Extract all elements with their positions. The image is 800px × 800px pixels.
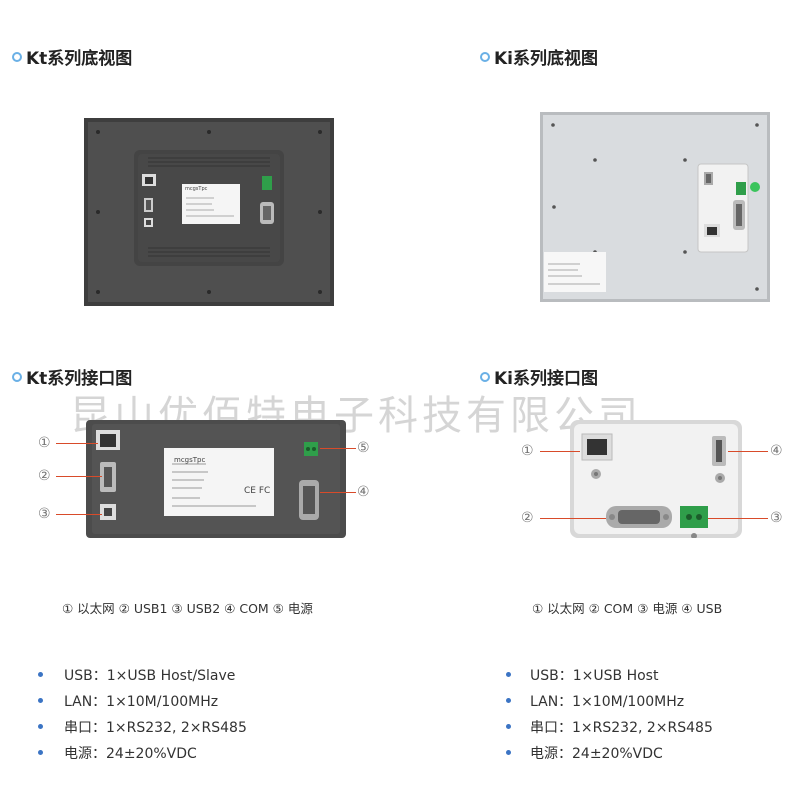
- ki-callout-4: ④: [770, 443, 783, 459]
- kt-leader-1: [56, 443, 98, 444]
- kt-ports-label-ce: CE FC: [244, 486, 271, 496]
- ki-spec-lan: LAN：1×10M/100MHz: [530, 694, 685, 710]
- kt-callout-3: ③: [38, 506, 51, 522]
- kt-ports-label-brand: mcgsTpc: [174, 456, 206, 464]
- ring-icon: [12, 51, 22, 62]
- ki-callout-3: ③: [770, 510, 783, 526]
- ki-ports-title: Ki系列接口图: [480, 364, 598, 389]
- ki-leader-2: [540, 518, 606, 519]
- bullet-icon: [38, 724, 43, 729]
- kt-ports-title-text: Kt系列接口图: [26, 369, 133, 389]
- kt-leader-5: [320, 448, 356, 449]
- ki-callout-2: ②: [521, 510, 534, 526]
- kt-ports-image: [86, 420, 346, 538]
- kt-bottom-view-title-text: Kt系列底视图: [26, 49, 133, 69]
- bullet-icon: [506, 698, 511, 703]
- kt-port-legend: ① 以太网 ② USB1 ③ USB2 ④ COM ⑤ 电源: [62, 601, 313, 616]
- kt-callout-4: ④: [357, 484, 370, 500]
- kt-spec-usb: USB：1×USB Host/Slave: [64, 668, 236, 684]
- ring-icon: [480, 51, 490, 62]
- kt-leader-3: [56, 514, 102, 515]
- ki-callout-1: ①: [521, 443, 534, 459]
- ki-spec-usb: USB：1×USB Host: [530, 668, 659, 684]
- kt-spec-lan: LAN：1×10M/100MHz: [64, 694, 219, 710]
- kt-spec-serial: 串口：1×RS232, 2×RS485: [64, 720, 247, 736]
- kt-callout-1: ①: [38, 435, 51, 451]
- ki-spec-serial: 串口：1×RS232, 2×RS485: [530, 720, 713, 736]
- ki-leader-3: [708, 518, 768, 519]
- bullet-icon: [38, 750, 43, 755]
- bullet-icon: [506, 750, 511, 755]
- ki-ports-title-text: Ki系列接口图: [494, 369, 599, 389]
- kt-spec-power: 电源：24±20%VDC: [64, 746, 197, 762]
- ki-bottom-view-title: Ki系列底视图: [480, 44, 598, 69]
- ki-bottom-view-image: [540, 112, 770, 302]
- kt-leader-4: [320, 492, 356, 493]
- kt-bottom-view-image: [84, 118, 334, 306]
- kt-callout-2: ②: [38, 468, 51, 484]
- ki-port-legend: ① 以太网 ② COM ③ 电源 ④ USB: [532, 601, 723, 616]
- bullet-icon: [38, 698, 43, 703]
- kt-callout-5: ⑤: [357, 440, 370, 456]
- bullet-icon: [38, 672, 43, 677]
- ki-spec-power: 电源：24±20%VDC: [530, 746, 663, 762]
- ki-leader-4: [728, 451, 768, 452]
- bullet-icon: [506, 672, 511, 677]
- ki-leader-1: [540, 451, 580, 452]
- kt-bottom-label-brand: mcgsTpc: [185, 186, 208, 192]
- ki-ports-image: [570, 420, 742, 538]
- bullet-icon: [506, 724, 511, 729]
- ki-bottom-view-title-text: Ki系列底视图: [494, 49, 599, 69]
- kt-ports-title: Kt系列接口图: [12, 364, 132, 389]
- kt-leader-2: [56, 476, 102, 477]
- kt-bottom-view-title: Kt系列底视图: [12, 44, 132, 69]
- ring-icon: [12, 371, 22, 382]
- ring-icon: [480, 371, 490, 382]
